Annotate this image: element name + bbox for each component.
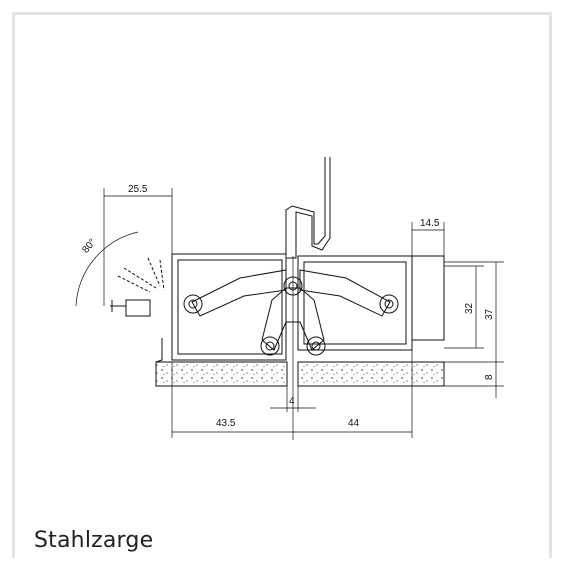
- dim-top-right: 14.5: [420, 218, 440, 229]
- linkage-arm-right: [299, 269, 391, 317]
- hinge-technical-drawing: 25.5 80° 14.5 32 37 8 4 43.5 44: [75, 157, 504, 440]
- right-panel-body: [297, 361, 445, 387]
- pivot-left: [183, 294, 203, 314]
- dim-angle: 80°: [80, 237, 98, 256]
- dim-gap: 4: [289, 396, 295, 407]
- adjustment-screw: [110, 299, 151, 317]
- hinge-housing-left: [171, 253, 287, 361]
- pivot-bottom-left: [260, 336, 280, 356]
- dim-right-outer: 37: [484, 308, 495, 320]
- steel-frame-profile: [285, 157, 331, 259]
- swing-ghost: [117, 257, 165, 293]
- left-panel-body: [155, 361, 288, 387]
- right-mount-plate: [412, 255, 445, 341]
- dim-bottom-left: 43.5: [216, 418, 236, 429]
- dim-bottom-right: 44: [348, 418, 360, 429]
- dim-right-bottom: 8: [484, 374, 495, 380]
- dim-right-inner: 32: [464, 302, 475, 314]
- left-edge-plate: [155, 338, 163, 363]
- linkage-arm-left: [191, 269, 287, 317]
- center-link: [261, 287, 325, 351]
- angle-arc: [75, 231, 139, 307]
- caption: Stahlzarge: [34, 528, 154, 553]
- pivot-bottom-right: [306, 336, 326, 356]
- dim-top-left: 25.5: [128, 184, 148, 195]
- pivot-right: [379, 294, 399, 314]
